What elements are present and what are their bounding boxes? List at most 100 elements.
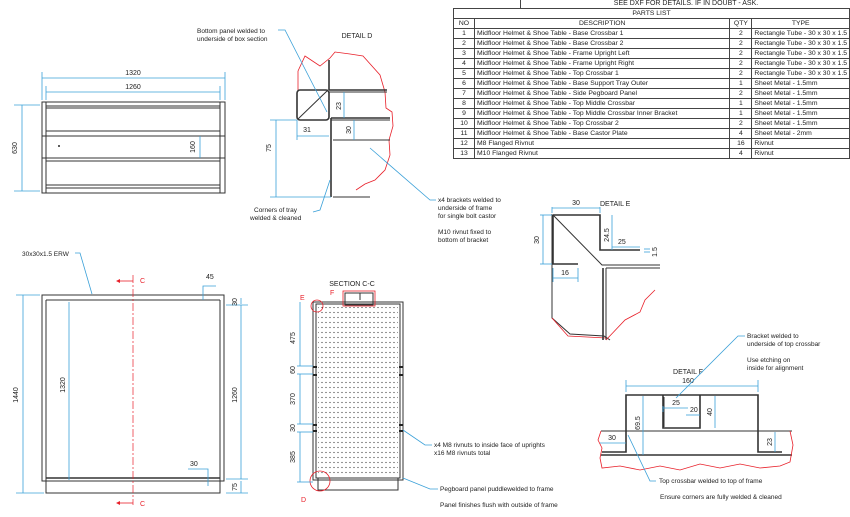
header-no: NO	[453, 18, 475, 29]
front-view: 30x30x1.5 ERW C C 1440 1320 1260 30 45 3…	[13, 251, 248, 508]
cell-no: 2	[453, 38, 475, 49]
cell-no: 6	[453, 78, 475, 89]
dim-385: 385	[290, 451, 297, 463]
cell-no: 11	[453, 128, 475, 139]
cell-qty: 2	[729, 38, 753, 49]
note-rivnut: M10 rivnut fixed to	[438, 229, 491, 236]
dim-30-width: 30	[572, 200, 580, 207]
dim-75-base: 75	[232, 483, 239, 491]
dim-40: 40	[707, 408, 714, 416]
cell-no: 7	[453, 88, 475, 99]
cell-qty: 1	[729, 78, 753, 89]
cell-qty: 2	[729, 68, 753, 79]
cell-qty: 4	[729, 148, 753, 159]
dim-30: 30	[346, 126, 353, 134]
cell-qty: 1	[729, 108, 753, 119]
note-top-crossbar: Top crossbar welded to top of frame	[659, 478, 763, 485]
cell-type: Sheet Metal - 1.5mm	[751, 118, 850, 129]
cell-type: Rivnut	[751, 138, 850, 149]
note-rivnuts: x4 M8 rivnuts to inside face of uprights	[434, 442, 546, 449]
dim-30-height: 30	[534, 236, 541, 244]
note-bracket: Bracket welded to	[747, 333, 799, 340]
detail-f-marker-box	[342, 290, 376, 307]
cell-no: 3	[453, 48, 475, 59]
cell-type: Rivnut	[751, 148, 850, 159]
top-crossbar-profile	[602, 394, 782, 453]
dim-23-f: 23	[767, 438, 774, 446]
dim-25: 25	[618, 239, 626, 246]
dim-75: 75	[266, 144, 273, 152]
dim-30-bottom: 30	[190, 461, 198, 468]
cell-qty: 2	[729, 58, 753, 69]
note-rivnut-2: bottom of bracket	[438, 237, 488, 244]
note-pegboard: Pegboard panel puddlewelded to frame	[440, 486, 554, 493]
dim-1260-vertical: 1260	[232, 387, 239, 403]
note-bottom-panel-2: underside of box section	[197, 36, 268, 43]
note-ensure-corners: Ensure corners are fully welded & cleane…	[660, 494, 782, 501]
cell-no: 10	[453, 118, 475, 129]
cell-no: 1	[453, 28, 475, 39]
marker-f: F	[330, 290, 334, 297]
detail-f-breakline	[597, 430, 794, 471]
dim-45: 45	[206, 274, 214, 281]
note-brackets: x4 brackets welded to	[438, 197, 501, 204]
cell-type: Rectangle Tube - 30 x 30 x 1.5	[751, 58, 850, 69]
dim-25-f: 25	[672, 400, 680, 407]
note-bottom-panel: Bottom panel welded to	[197, 28, 265, 35]
cell-qty: 2	[729, 88, 753, 99]
cell-type: Sheet Metal - 2mm	[751, 128, 850, 139]
cell-qty: 2	[729, 28, 753, 39]
note-etching-2: inside for alignment	[747, 365, 804, 372]
note-corners-tray-2: welded & cleaned	[249, 215, 302, 222]
cell-description: Midfloor Helmet & Shoe Table - Top Cross…	[473, 118, 731, 129]
cell-description: M10 Flanged Rivnut	[473, 148, 731, 159]
cell-no: 5	[453, 68, 475, 79]
cell-description: Midfloor Helmet & Shoe Table - Top Middl…	[473, 108, 731, 119]
dim-1260: 1260	[125, 84, 141, 91]
detail-d-breakline	[297, 51, 394, 191]
section-marker-c-bottom: C	[140, 501, 145, 508]
dim-24-5: 24.5	[604, 228, 611, 242]
cell-type: Sheet Metal - 1.5mm	[751, 88, 850, 99]
dim-1440: 1440	[13, 387, 20, 403]
header-description: DESCRIPTION	[473, 18, 731, 29]
dim-160-f: 160	[682, 378, 694, 385]
section-cc-title: SECTION C-C	[329, 281, 375, 288]
section-frame	[312, 301, 404, 481]
cell-qty: 2	[729, 48, 753, 59]
cell-description: Midfloor Helmet & Shoe Table - Base Cros…	[473, 28, 731, 39]
box-section	[296, 89, 330, 121]
cell-qty: 2	[729, 118, 753, 129]
pegboard-panel	[318, 307, 398, 475]
cell-description: Midfloor Helmet & Shoe Table - Side Pegb…	[473, 88, 731, 99]
cell-no: 13	[453, 148, 475, 159]
note-rivnuts-2: x16 M8 rivnuts total	[434, 450, 491, 457]
dim-630: 630	[12, 142, 19, 154]
dim-1-5: 1.5	[652, 247, 659, 257]
detail-d-marker-circle	[309, 470, 331, 492]
cell-no: 8	[453, 98, 475, 109]
dim-60: 60	[290, 366, 297, 374]
top-view-outline	[41, 101, 226, 194]
cell-description: Midfloor Helmet & Shoe Table - Base Cros…	[473, 38, 731, 49]
detail-e-title: DETAIL E	[600, 201, 631, 208]
dim-16: 16	[561, 270, 569, 277]
detail-d: DETAIL D 23 30 31 75 Bottom panel welded…	[197, 28, 501, 244]
cell-type: Rectangle Tube - 30 x 30 x 1.5	[751, 28, 850, 39]
note-bracket-2: underside of top crossbar	[747, 341, 821, 348]
section-marker-c-top: C	[140, 278, 145, 285]
dim-20: 20	[690, 407, 698, 414]
dim-30-f: 30	[608, 435, 616, 442]
cell-no: 12	[453, 138, 475, 149]
